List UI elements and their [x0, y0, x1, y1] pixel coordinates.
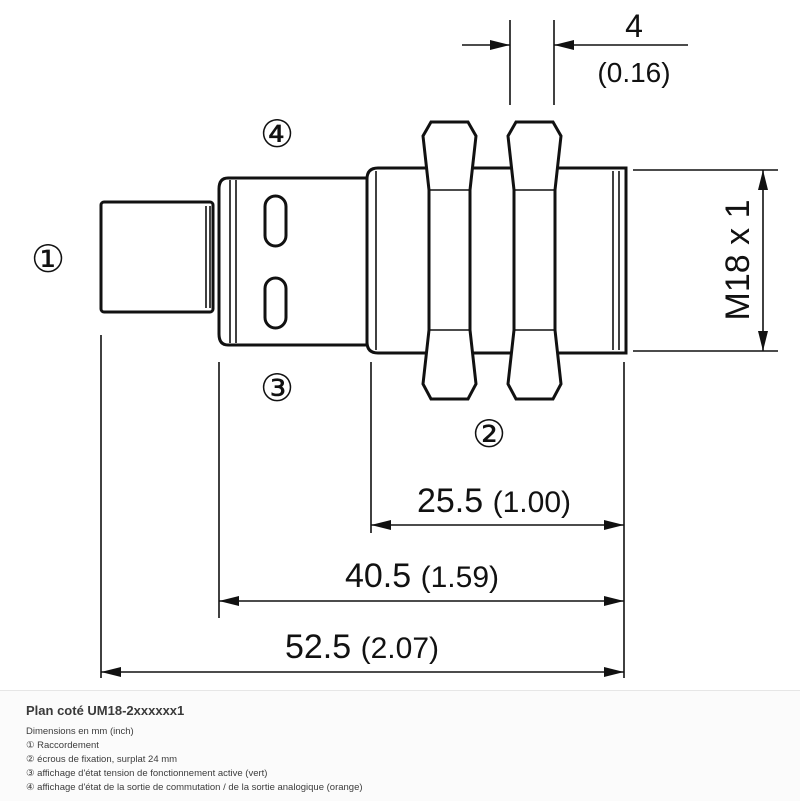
length-25-5-label: 25.5 (1.00)	[417, 482, 571, 520]
length-dimension-lines	[100, 335, 625, 678]
callout-connection: ①	[31, 239, 65, 281]
length-52-5-label: 52.5 (2.07)	[285, 628, 439, 666]
threaded-body	[365, 166, 628, 355]
callout-led-orange: ④	[260, 114, 294, 156]
nut-right	[506, 120, 563, 401]
led-window-lower	[263, 276, 288, 330]
nut-left	[421, 120, 478, 401]
caption-item-1: ① Raccordement	[26, 740, 99, 751]
caption-title: Plan coté UM18-2xxxxxx1	[26, 703, 185, 718]
callout-led-green: ③	[260, 368, 294, 410]
length-40-5-label: 40.5 (1.59)	[345, 557, 499, 595]
nut-width-dimension	[462, 20, 688, 105]
rear-housing	[217, 176, 369, 347]
callout-nuts: ②	[472, 414, 506, 456]
nut-width-value: 4	[625, 8, 643, 44]
nut-width-inch: (0.16)	[597, 57, 670, 88]
thread-dimension	[633, 169, 778, 352]
caption-item-3: ③ affichage d'état tension de fonctionne…	[26, 768, 268, 779]
thread-label: M18 x 1	[719, 200, 757, 321]
led-window-upper	[263, 194, 288, 248]
caption: Plan coté UM18-2xxxxxx1 Dimensions en mm…	[0, 690, 800, 801]
caption-item-4: ④ affichage d'état de la sortie de commu…	[26, 782, 363, 793]
connector	[99, 200, 215, 314]
dimension-drawing: ① ② ③ ④ 4 (0.16) M18 x 1	[31, 8, 778, 678]
caption-units: Dimensions en mm (inch)	[26, 726, 134, 737]
caption-item-2: ② écrous de fixation, surplat 24 mm	[26, 754, 178, 765]
